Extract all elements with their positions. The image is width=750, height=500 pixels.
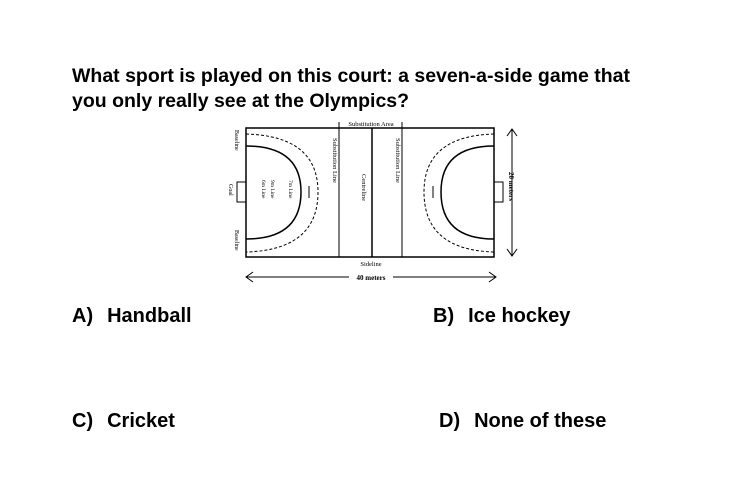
option-b-text: Ice hockey [468,305,571,327]
width-arrow-head-top [506,128,518,137]
baseline-bottom-label: Baseline [233,230,239,251]
length-label: 40 meters [357,274,386,282]
length-arrow-head-right [488,271,497,283]
left-free-throw-9m [245,133,319,253]
court-outline [245,127,495,258]
width-arrow-head-bottom [506,248,518,257]
option-a-text: Handball [107,305,192,327]
sideline-label: Sideline [360,261,381,268]
option-c-text: Cricket [107,410,175,432]
substitution-area-label: Substitution Area [348,121,393,128]
length-arrow-head-left [245,271,254,283]
right-goal-area-6m [440,145,495,240]
width-label: 20 meters [507,172,515,201]
right-free-throw-9m [423,133,495,253]
six-m-line-label: 6m Line [260,180,266,199]
left-goal [236,181,247,203]
centreline-label: Centreline [360,174,367,201]
question-text: What sport is played on this court: a se… [72,64,712,114]
option-a-letter: A) [72,305,94,327]
option-b[interactable]: B) Ice hockey [433,305,570,328]
option-a[interactable]: A) Handball [72,305,192,328]
left-goal-area-6m [245,145,302,240]
option-b-letter: B) [433,305,455,327]
option-d[interactable]: D) None of these [439,410,606,433]
baseline-top-label: Baseline [233,130,239,151]
substitution-line-left-label: Substitution Line [331,138,338,183]
goal-label: Goal [227,184,233,196]
handball-court-diagram: Substitution Area Baseline Baseline Goal… [227,121,518,283]
right-goal [493,181,504,203]
seven-m-line-label: 7m Line [287,180,293,199]
option-c[interactable]: C) Cricket [72,410,175,433]
option-d-text: None of these [474,410,607,432]
question-line-1: What sport is played on this court: a se… [72,65,631,87]
nine-m-line-label: 9m Line [269,180,275,199]
substitution-line-right-label: Substitution Line [394,138,401,183]
option-d-letter: D) [439,410,461,432]
option-c-letter: C) [72,410,94,432]
question-line-2: you only really see at the Olympics? [72,90,410,112]
